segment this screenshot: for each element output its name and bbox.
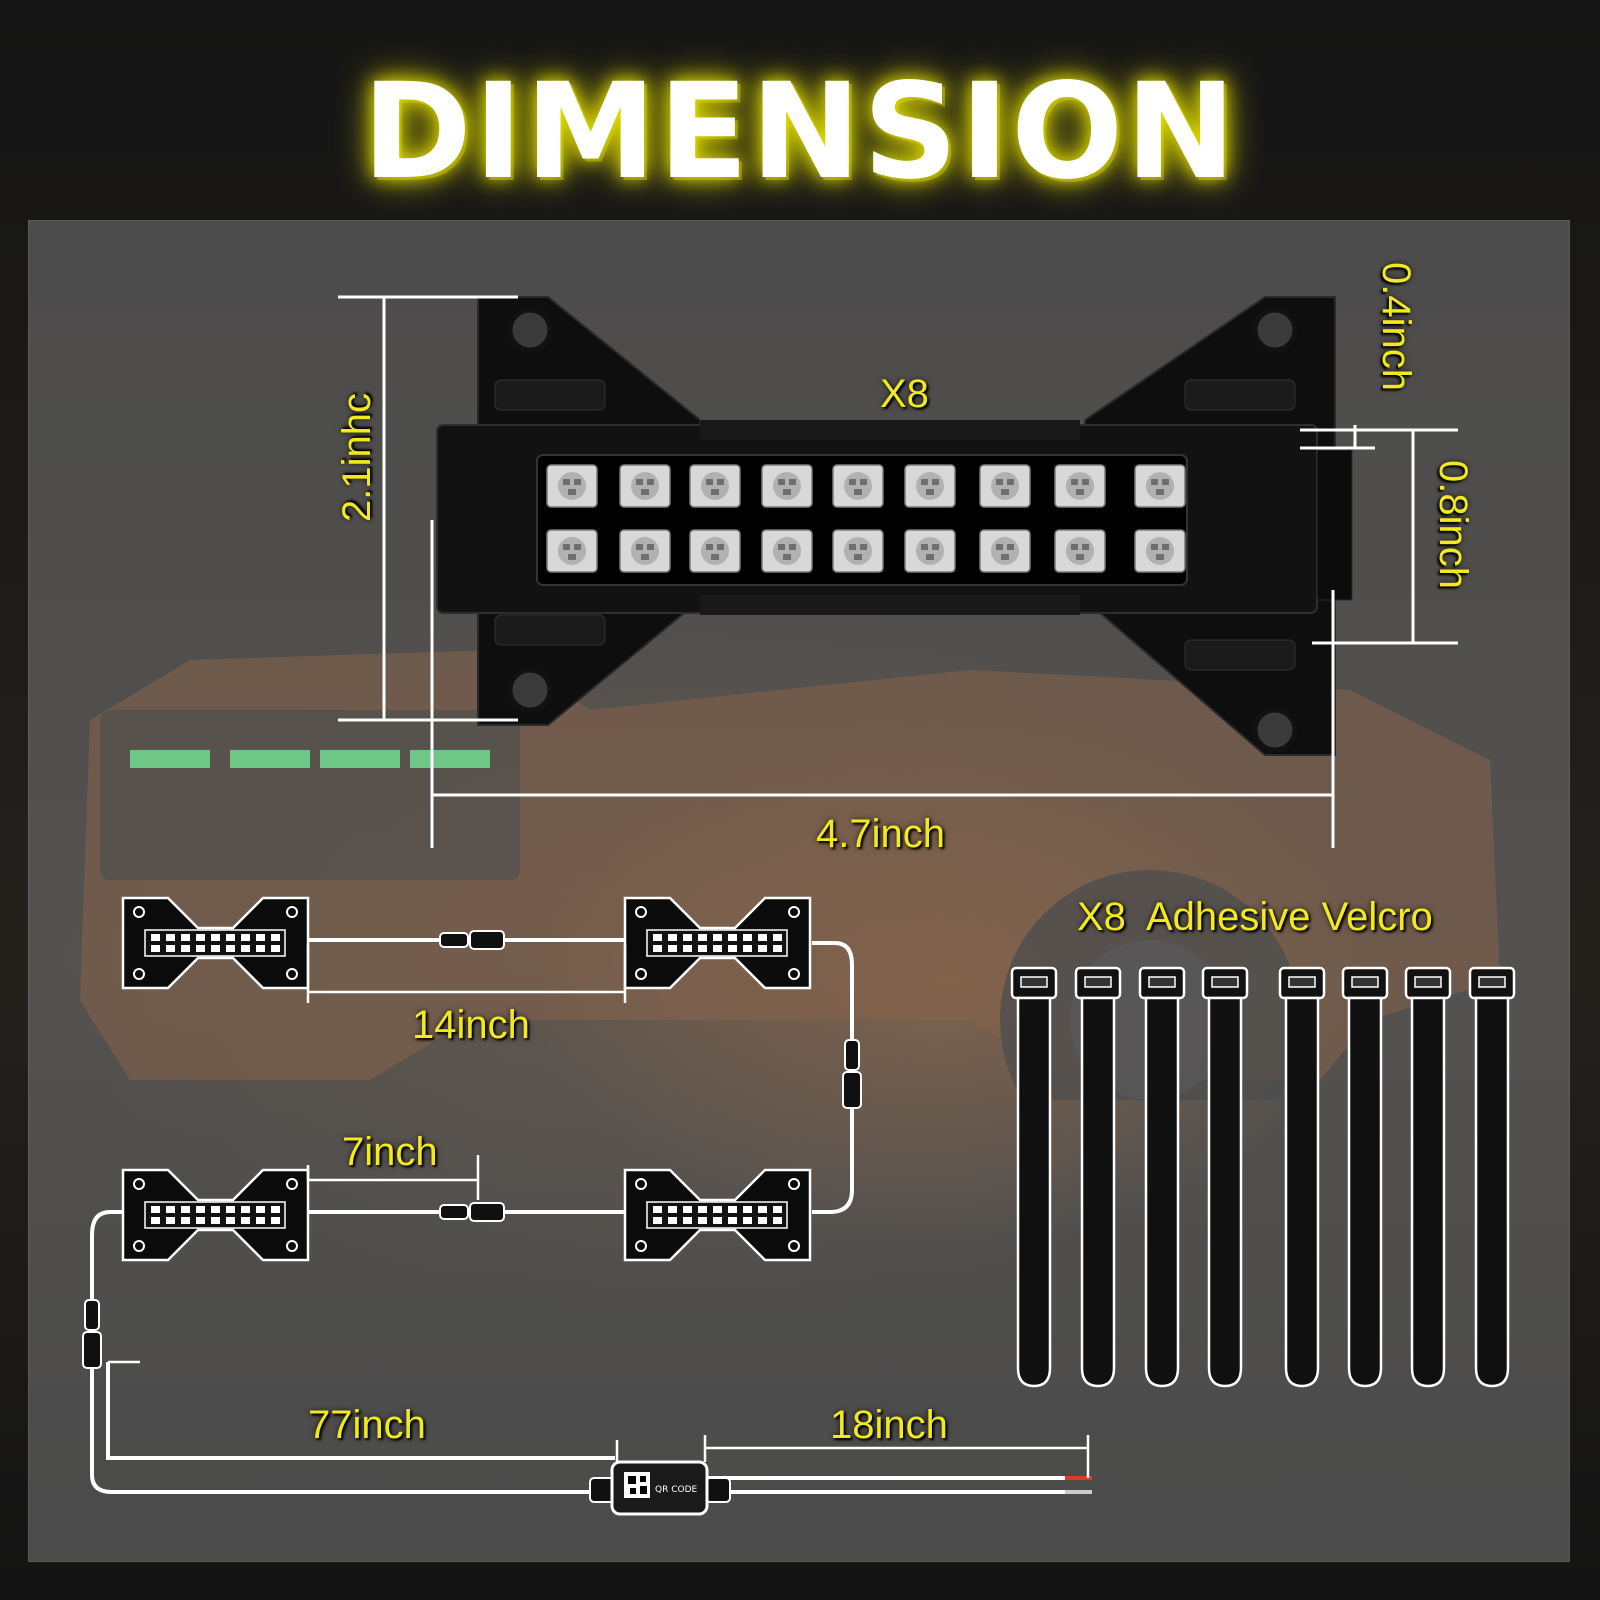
- width-label: 4.7inch: [816, 812, 945, 856]
- small-pod-3: [121, 1168, 310, 1262]
- spacing-14-label: 14inch: [412, 1003, 530, 1047]
- wiring-layout: QR CODE: [82, 896, 1092, 1516]
- main-led-pod: [436, 296, 1353, 756]
- gap-label: 0.4inch: [1374, 262, 1418, 391]
- cable-77-label: 77inch: [308, 1403, 426, 1447]
- velcro-straps: [1010, 966, 1516, 1388]
- module-label: QR CODE: [655, 1485, 697, 1495]
- height-label: 2.1inhc: [335, 393, 379, 522]
- small-pod-2: [623, 896, 812, 990]
- small-pod-4: [623, 1168, 812, 1262]
- bluetooth-controller-module: QR CODE: [610, 1460, 709, 1516]
- main-dimension-lines: [338, 295, 1458, 848]
- velcro-label: X8 Adhesive Velcro: [1077, 895, 1433, 939]
- cable-18-label: 18inch: [830, 1403, 948, 1447]
- count-label: X8: [880, 372, 929, 416]
- spacing-7-label: 7inch: [342, 1130, 438, 1174]
- lens-height-label: 0.8inch: [1431, 460, 1475, 589]
- small-pod-1: [121, 896, 310, 990]
- page-title: DIMENSION: [362, 55, 1238, 209]
